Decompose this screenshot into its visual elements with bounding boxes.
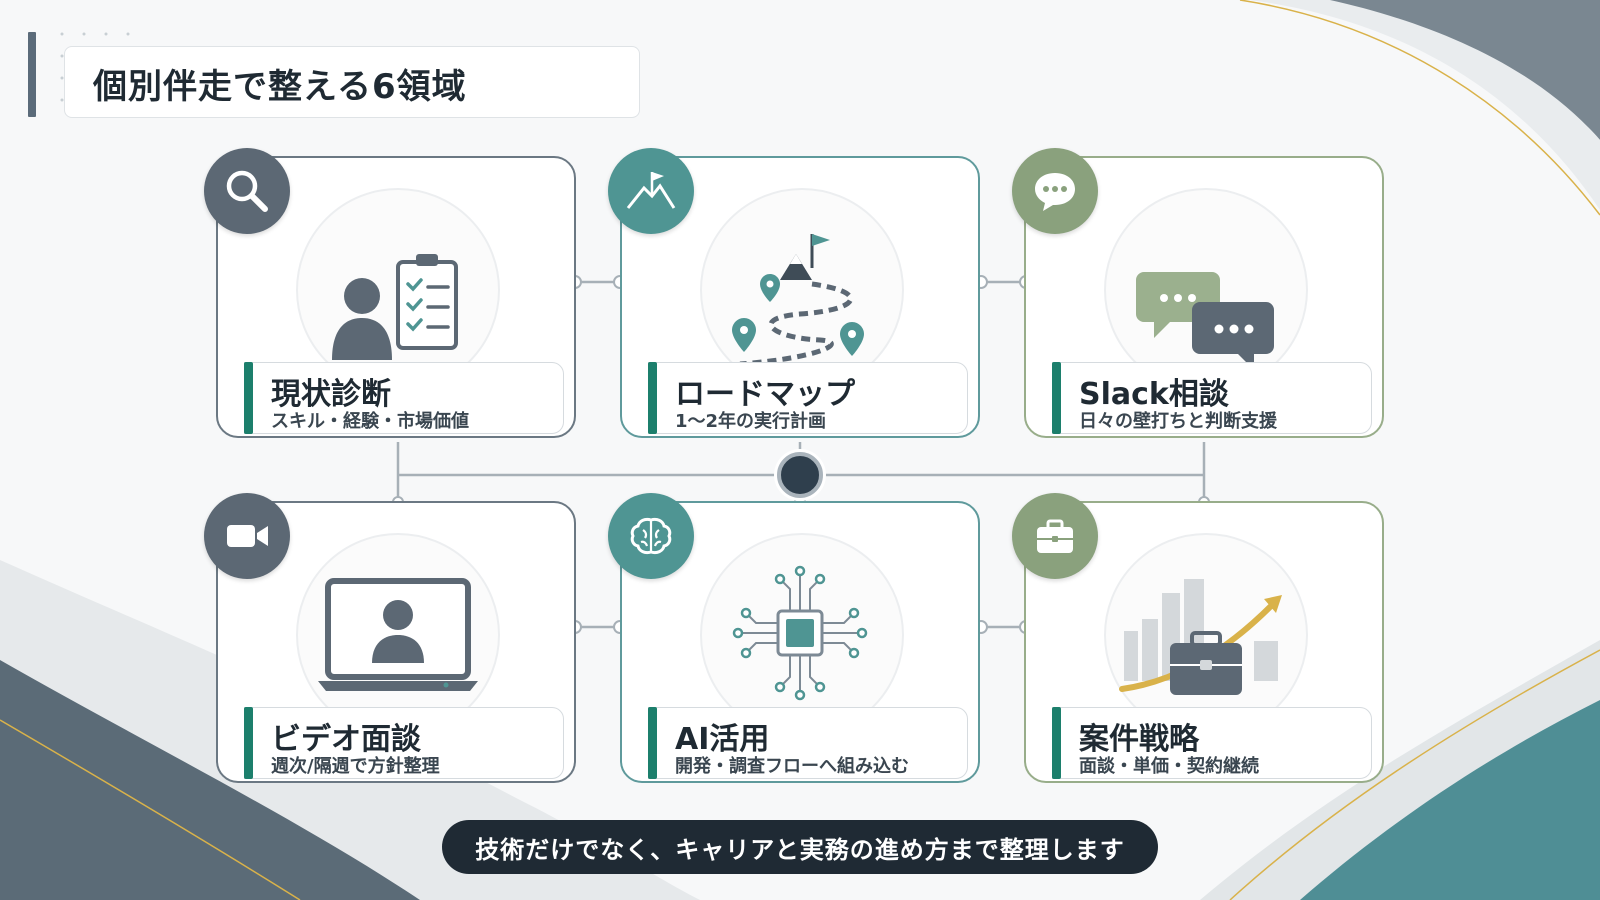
chat-bubbles-illustration <box>1136 272 1274 370</box>
laptop-video-illustration <box>318 578 478 691</box>
card-ai-utilization[interactable]: AI活用 開発・調査フローへ組み込む <box>620 501 980 783</box>
footer-banner: 技術だけでなく、キャリアと実務の進め方まで整理します <box>442 820 1158 874</box>
briefcase-growth-illustration <box>1119 579 1282 695</box>
card-subtitle: 日々の壁打ちと判断支援 <box>1079 411 1277 432</box>
card-current-diagnosis[interactable]: 現状診断 スキル・経験・市場価値 <box>216 156 576 438</box>
card-subtitle: 週次/隔週で方針整理 <box>271 756 440 777</box>
card-title: Slack相談 <box>1079 377 1229 412</box>
title-accent-bar <box>28 32 36 117</box>
briefcase-icon <box>1012 493 1098 579</box>
central-hub-node <box>777 452 823 498</box>
card-title: 現状診断 <box>271 377 391 412</box>
card-title: AI活用 <box>675 722 770 757</box>
card-project-strategy[interactable]: 案件戦略 面談・単価・契約継続 <box>1024 501 1384 783</box>
brain-icon <box>608 493 694 579</box>
card-title: ロードマップ <box>675 377 855 412</box>
dot-pattern-icon <box>60 32 130 102</box>
chat-bubble-icon <box>1012 148 1098 234</box>
winding-path-illustration <box>732 234 864 367</box>
card-label: AI活用 開発・調査フローへ組み込む <box>647 706 968 779</box>
card-subtitle: 面談・単価・契約継続 <box>1079 756 1259 777</box>
card-subtitle: 1〜2年の実行計画 <box>675 411 827 432</box>
card-label: ビデオ面談 週次/隔週で方針整理 <box>243 706 564 779</box>
card-subtitle: 開発・調査フローへ組み込む <box>675 756 909 777</box>
video-camera-icon <box>204 493 290 579</box>
magnifier-icon <box>204 148 290 234</box>
mountain-flag-icon <box>608 148 694 234</box>
card-label: 現状診断 スキル・経験・市場価値 <box>243 361 564 434</box>
card-label: Slack相談 日々の壁打ちと判断支援 <box>1051 361 1372 434</box>
card-title: ビデオ面談 <box>271 722 421 757</box>
card-title: 案件戦略 <box>1079 722 1199 757</box>
circuit-chip-illustration <box>732 565 868 701</box>
title-panel: 個別伴走で整える6領域 <box>64 46 640 118</box>
footer-text: 技術だけでなく、キャリアと実務の進め方まで整理します <box>475 835 1125 864</box>
card-label: 案件戦略 面談・単価・契約継続 <box>1051 706 1372 779</box>
card-label: ロードマップ 1〜2年の実行計画 <box>647 361 968 434</box>
card-subtitle: スキル・経験・市場価値 <box>271 411 469 432</box>
person-checklist-illustration <box>332 254 458 360</box>
page-title: 個別伴走で整える6領域 <box>93 67 467 107</box>
